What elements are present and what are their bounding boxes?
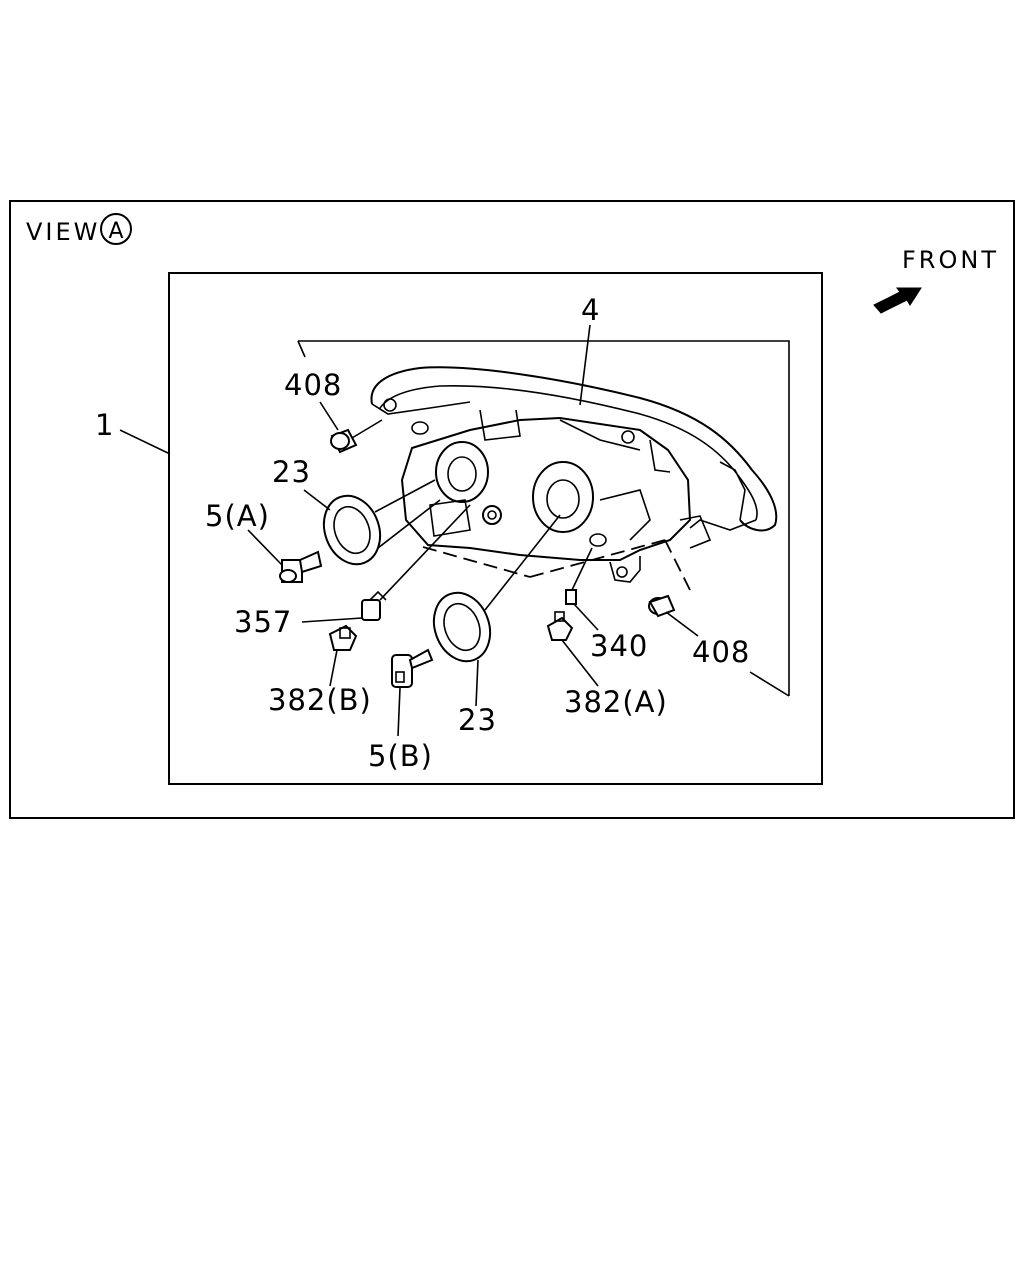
part-23-bottom (432, 514, 561, 663)
front-arrow-icon (873, 287, 922, 314)
view-label-prefix: VIEW (26, 218, 100, 246)
view-letter-circle (100, 213, 132, 245)
part-5a-bulb (279, 550, 323, 583)
leader-408-right (665, 611, 699, 637)
leader-1 (119, 429, 171, 455)
assembly-line-1 (422, 546, 531, 578)
leader-340 (573, 603, 599, 631)
bracket-lead-left (297, 340, 306, 358)
callout-5b: 5(B) (368, 739, 433, 773)
part-357-bulb (361, 504, 471, 621)
part-382b-socket (328, 624, 358, 651)
leader-4 (579, 324, 591, 406)
leader-5b (397, 687, 401, 737)
view-label-letter: A (108, 219, 123, 244)
part-340-bulb (565, 547, 593, 605)
callout-408-right: 408 (692, 635, 750, 669)
group-bracket (298, 340, 790, 696)
leader-408-top (319, 401, 339, 431)
callout-357: 357 (234, 605, 292, 639)
part-408-right (648, 594, 676, 618)
bracket-lead-right (749, 671, 790, 697)
part-23-top (322, 479, 441, 566)
leader-5a (247, 529, 283, 566)
leader-357 (301, 617, 363, 623)
part-382a-socket (546, 611, 574, 641)
leader-382a (561, 639, 599, 687)
outer-frame (9, 200, 1015, 819)
front-label: FRONT (902, 246, 999, 274)
callout-23-bottom: 23 (458, 703, 497, 737)
callout-340: 340 (590, 629, 648, 663)
inner-frame (168, 272, 823, 785)
leader-382b (329, 649, 338, 687)
callout-382b: 382(B) (268, 683, 372, 717)
headlamp-housing (370, 366, 778, 583)
callout-4: 4 (581, 293, 600, 327)
part-5b-bulb (391, 648, 434, 688)
callout-23-top: 23 (272, 455, 311, 489)
view-label: VIEW A (26, 213, 132, 246)
leader-23-top (303, 489, 331, 511)
callout-5a: 5(A) (205, 499, 270, 533)
assembly-line-3 (664, 539, 691, 591)
leader-23-bottom (475, 659, 479, 707)
callout-382a: 382(A) (564, 685, 668, 719)
assembly-line-2 (529, 539, 666, 578)
callout-408-top: 408 (284, 368, 342, 402)
callout-1: 1 (95, 408, 114, 442)
part-408-top (330, 419, 383, 454)
